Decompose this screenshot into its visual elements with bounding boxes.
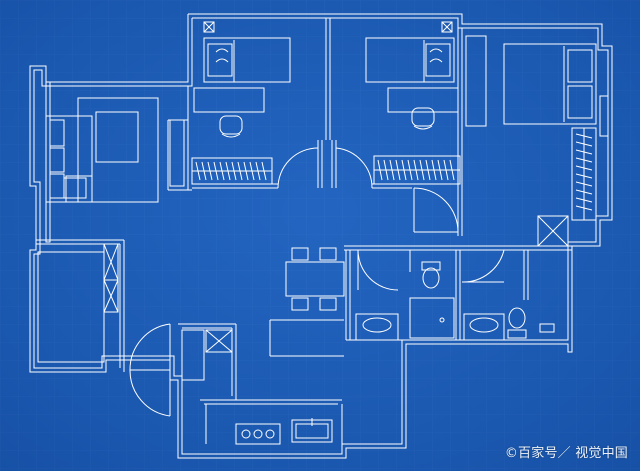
bedroom-1: [191, 21, 319, 189]
bed-icon: [503, 43, 597, 125]
master-bedroom: [413, 35, 609, 247]
door-icon: [357, 249, 399, 291]
door-icon: [335, 147, 373, 189]
tv-cabinet: [169, 119, 185, 187]
wardrobe-icon: [191, 157, 273, 185]
wardrobe-icon: [373, 155, 461, 185]
bathrooms: [355, 249, 555, 341]
living-area: [77, 97, 159, 203]
sink-icon: [291, 418, 333, 443]
kitchen: [181, 329, 333, 445]
stove-icon: [235, 423, 281, 445]
sink-icon: [463, 313, 505, 341]
bed-icon: [203, 37, 291, 83]
desk-icon: [193, 87, 265, 113]
sofa-icon: [45, 115, 93, 203]
sink-icon: [355, 313, 399, 341]
bedroom-2: [335, 21, 461, 189]
door-icon: [413, 187, 459, 233]
wardrobe-icon: [571, 127, 597, 221]
bed-icon: [365, 37, 455, 83]
nightstand: [465, 35, 487, 127]
watermark: ©百家号／ 视觉中国: [504, 446, 628, 461]
door-icon: [129, 323, 171, 417]
rug: [95, 111, 139, 163]
dining-area: [285, 247, 345, 311]
toilet-icon: [507, 307, 527, 339]
living-room: [37, 81, 185, 417]
door-icon: [461, 249, 505, 283]
chair-icon: [219, 115, 243, 138]
dining-table-icon: [285, 247, 345, 311]
desk-icon: [387, 87, 459, 113]
chair-icon: [411, 107, 435, 130]
toilet-icon: [421, 261, 441, 289]
door-icon: [277, 147, 319, 189]
